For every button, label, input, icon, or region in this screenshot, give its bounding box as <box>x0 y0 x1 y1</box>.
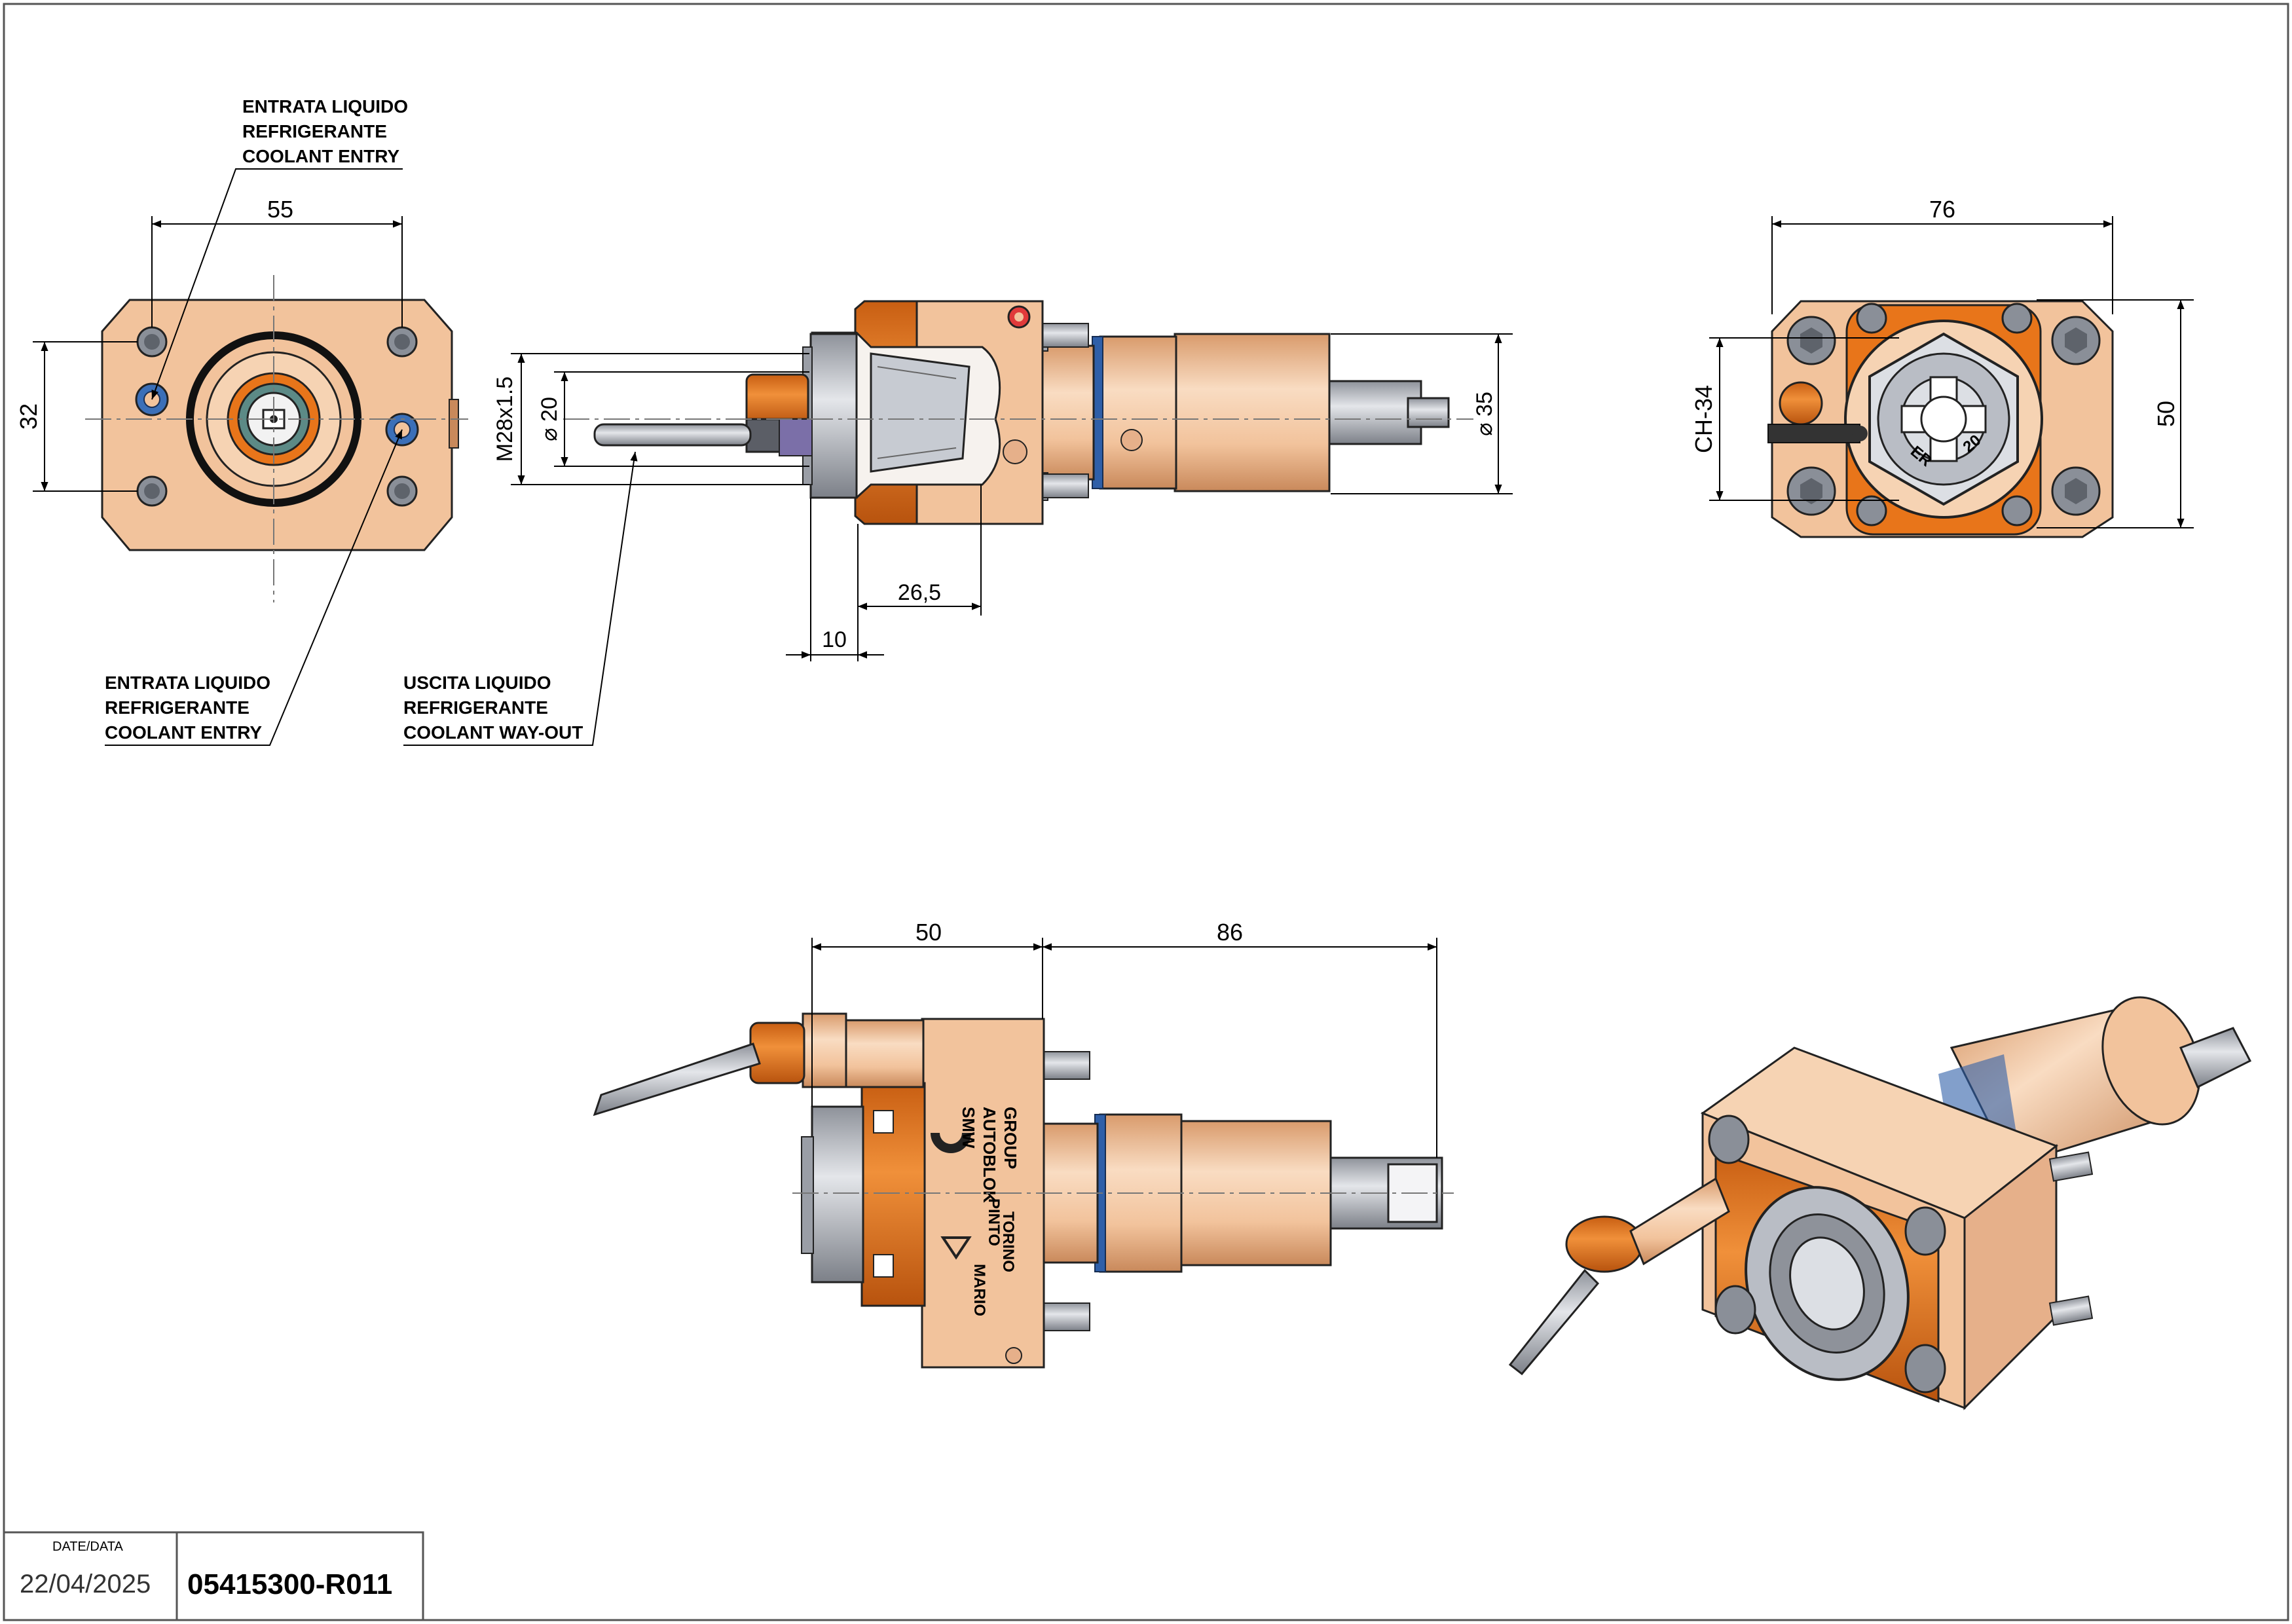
front-bolt <box>136 326 168 358</box>
callout-coolant-entry-bottom: ENTRATA LIQUIDO REFRIGERANTE COOLANT ENT… <box>105 429 403 746</box>
dim-side-50: 50 <box>915 919 942 946</box>
rear-bolt <box>2051 466 2101 516</box>
callout-line: COOLANT ENTRY <box>105 722 262 743</box>
revision-date: 22/04/2025 <box>20 1570 151 1598</box>
dim-rear-width: 76 <box>1929 196 1955 223</box>
sheet-border <box>3 3 2289 1621</box>
side-housing <box>921 1018 1045 1369</box>
dim-wrench: CH-34 <box>1690 385 1717 453</box>
rear-bolt-small <box>2001 495 2033 526</box>
callout-line: REFRIGERANTE <box>105 697 250 718</box>
dim-front-height: 32 <box>15 403 42 430</box>
iso-bolt <box>1904 1344 1946 1393</box>
rear-coolant-nozzle <box>1779 381 1823 426</box>
iso-bolt <box>1708 1115 1750 1164</box>
callout-line: COOLANT ENTRY <box>242 146 399 166</box>
iso-coolant-pipe <box>1508 1268 1600 1376</box>
front-view: 55 32 <box>15 196 468 602</box>
dim-dia-35: ⌀ 35 <box>1472 392 1497 436</box>
brand-line: SMW <box>959 1107 978 1149</box>
callout-line: COOLANT WAY-OUT <box>403 722 583 743</box>
date-label: DATE/DATA <box>52 1540 123 1554</box>
maker-line: PINTO <box>985 1198 1003 1246</box>
part-number: 05415300-R011 <box>187 1568 392 1600</box>
side-coolant-nozzle <box>749 1022 805 1084</box>
side-view: SMW AUTOBLOK GROUP MARIO PINTO TORINO 50… <box>593 919 1454 1369</box>
maker-logo <box>940 1236 972 1260</box>
callout-line: REFRIGERANTE <box>242 121 387 141</box>
front-bolt <box>386 475 418 507</box>
rear-bolt <box>1786 466 1836 516</box>
callout-line: ENTRATA LIQUIDO <box>105 673 270 693</box>
rear-bolt-small <box>2001 303 2033 334</box>
rear-bolt <box>2051 316 2101 365</box>
dim-len-26-5: 26,5 <box>898 580 941 605</box>
title-block: DATE/DATA 22/04/2025 05415300-R011 <box>3 1531 424 1621</box>
callout-coolant-entry-top: ENTRATA LIQUIDO REFRIGERANTE COOLANT ENT… <box>151 96 408 400</box>
collet-cone <box>870 352 970 473</box>
callout-coolant-wayout: USCITA LIQUIDO REFRIGERANTE COOLANT WAY-… <box>403 451 638 746</box>
maker-line: MARIO <box>970 1264 988 1316</box>
rear-bolt <box>1786 316 1836 365</box>
dim-thread: M28x1.5 <box>492 377 517 462</box>
front-bolt <box>386 326 418 358</box>
side-collet-nut <box>811 1105 864 1283</box>
callout-line: ENTRATA LIQUIDO <box>242 96 408 117</box>
callout-line: REFRIGERANTE <box>403 697 548 718</box>
isometric-view <box>1508 996 2252 1411</box>
side-coolant-pipe <box>593 1043 761 1116</box>
brand-line: AUTOBLOK <box>980 1107 999 1203</box>
spindle-body <box>1174 333 1331 492</box>
maker-line: TORINO <box>999 1211 1017 1272</box>
rear-bolt-small <box>1856 495 1887 526</box>
brand-line: GROUP <box>1001 1107 1020 1169</box>
coolant-nozzle <box>745 373 809 426</box>
dim-side-86: 86 <box>1217 919 1243 946</box>
dim-front-width: 55 <box>267 196 293 223</box>
rear-bolt-small <box>1856 303 1887 334</box>
iso-coolant-nozzle <box>1565 1215 1644 1273</box>
dim-rear-height: 50 <box>2153 401 2179 427</box>
dim-dia-20: ⌀ 20 <box>537 397 562 441</box>
iso-drive-shank <box>2179 1027 2252 1089</box>
section-view: M28x1.5 ⌀ 20 ⌀ 35 26,5 10 <box>492 300 1513 661</box>
drive-shank <box>1328 380 1422 445</box>
front-bolt <box>136 475 168 507</box>
collet-nut <box>809 333 858 499</box>
iso-bolt <box>1714 1285 1756 1335</box>
callout-line: USCITA LIQUIDO <box>403 673 551 693</box>
coolant-pipe <box>593 423 752 447</box>
dim-len-10: 10 <box>822 627 847 652</box>
iso-bolt <box>1904 1206 1946 1256</box>
rear-view: ER 20 76 50 CH-34 <box>1690 196 2194 538</box>
